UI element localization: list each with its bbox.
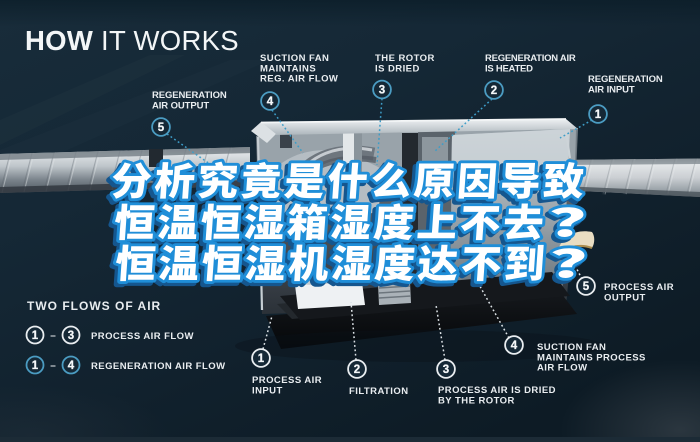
svg-text:3: 3 bbox=[379, 84, 385, 96]
svg-text:AIR FLOW: AIR FLOW bbox=[537, 363, 588, 374]
svg-text:AIR OUTPUT: AIR OUTPUT bbox=[152, 100, 209, 111]
svg-text:PROCESS AIR IS DRIED: PROCESS AIR IS DRIED bbox=[438, 385, 556, 396]
svg-text:1: 1 bbox=[32, 360, 39, 372]
svg-text:TWO FLOWS OF AIR: TWO FLOWS OF AIR bbox=[27, 299, 161, 313]
svg-text:5: 5 bbox=[158, 122, 165, 134]
svg-text:FILTRATION: FILTRATION bbox=[349, 386, 409, 397]
svg-text:BY THE ROTOR: BY THE ROTOR bbox=[438, 395, 515, 406]
svg-text:THE ROTOR: THE ROTOR bbox=[375, 53, 435, 64]
svg-text:4: 4 bbox=[511, 340, 518, 352]
svg-text:3: 3 bbox=[68, 330, 74, 342]
svg-text:SUCTION FAN: SUCTION FAN bbox=[260, 53, 329, 64]
svg-text:MAINTAINS: MAINTAINS bbox=[260, 63, 316, 74]
svg-text:PROCESS AIR: PROCESS AIR bbox=[604, 282, 674, 293]
svg-text:–: – bbox=[50, 331, 56, 342]
svg-text:HOW IT WORKS: HOW IT WORKS bbox=[25, 25, 239, 56]
svg-text:4: 4 bbox=[267, 96, 274, 108]
svg-text:IS HEATED: IS HEATED bbox=[485, 63, 533, 74]
svg-text:1: 1 bbox=[595, 109, 602, 121]
svg-text:REGENERATION: REGENERATION bbox=[152, 90, 227, 101]
svg-text:4: 4 bbox=[68, 360, 75, 372]
svg-text:REGENERATION AIR: REGENERATION AIR bbox=[485, 53, 576, 64]
svg-text:–: – bbox=[50, 361, 56, 372]
svg-text:3: 3 bbox=[443, 364, 449, 376]
svg-text:AIR INPUT: AIR INPUT bbox=[588, 84, 635, 95]
svg-text:REGENERATION: REGENERATION bbox=[588, 74, 663, 85]
svg-text:1: 1 bbox=[32, 330, 39, 342]
svg-text:REG. AIR FLOW: REG. AIR FLOW bbox=[260, 74, 338, 85]
svg-text:MAINTAINS PROCESS: MAINTAINS PROCESS bbox=[537, 352, 646, 363]
svg-text:2: 2 bbox=[491, 85, 497, 97]
svg-text:5: 5 bbox=[583, 281, 590, 293]
svg-text:2: 2 bbox=[354, 364, 360, 376]
svg-text:REGENERATION AIR FLOW: REGENERATION AIR FLOW bbox=[91, 361, 226, 372]
svg-text:INPUT: INPUT bbox=[252, 385, 283, 396]
svg-text:IS DRIED: IS DRIED bbox=[375, 63, 420, 74]
svg-text:PROCESS AIR FLOW: PROCESS AIR FLOW bbox=[91, 331, 194, 342]
svg-text:OUTPUT: OUTPUT bbox=[604, 292, 646, 303]
svg-text:PROCESS AIR: PROCESS AIR bbox=[252, 375, 322, 386]
svg-text:SUCTION FAN: SUCTION FAN bbox=[537, 342, 606, 353]
svg-text:1: 1 bbox=[258, 353, 265, 365]
